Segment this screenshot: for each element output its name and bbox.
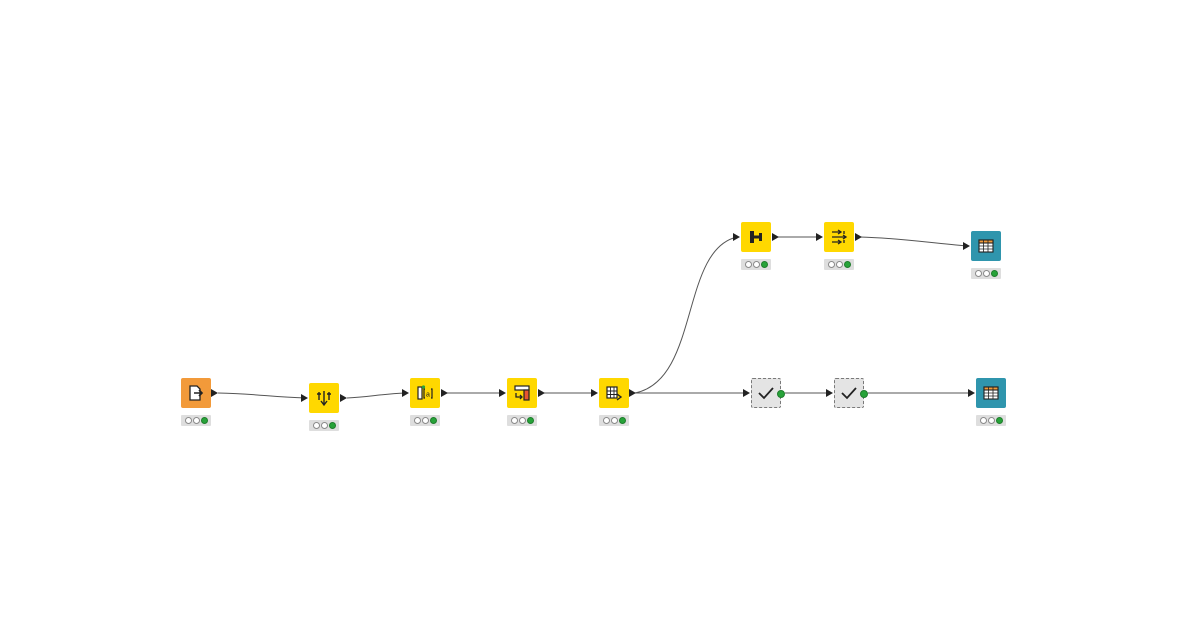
out-port[interactable]: [629, 389, 636, 397]
ports-layer: [211, 233, 975, 402]
status-light-yellow: [982, 270, 990, 277]
status-light-green: [990, 270, 998, 277]
status-light-red: [510, 417, 518, 424]
status-light-yellow: [518, 417, 526, 424]
status-light-green: [526, 417, 534, 424]
in-port[interactable]: [733, 233, 740, 241]
column-rename-icon: a: [417, 385, 433, 400]
node-table-transform[interactable]: [599, 378, 629, 408]
column-sort-icon: [317, 391, 331, 407]
status-light-yellow: [610, 417, 618, 424]
connection[interactable]: [859, 236, 969, 247]
status-light-yellow: [987, 417, 995, 424]
node-table-view[interactable]: [976, 378, 1006, 408]
status-light-red: [602, 417, 610, 424]
status-light-green: [429, 417, 437, 424]
column-filter-icon: [514, 385, 530, 401]
node-status: [976, 415, 1006, 426]
connections-layer: [217, 236, 973, 399]
in-port[interactable]: [402, 389, 409, 397]
status-light-yellow: [192, 417, 200, 424]
status-light-red: [312, 422, 320, 429]
out-port[interactable]: [211, 389, 218, 397]
out-port[interactable]: [772, 233, 779, 241]
file-export-icon: [189, 385, 204, 401]
node-status: [824, 259, 854, 270]
join-icon: [750, 231, 762, 243]
status-light-yellow: [752, 261, 760, 268]
status-light-red: [979, 417, 987, 424]
status-light-red: [184, 417, 192, 424]
status-light-red: [413, 417, 421, 424]
connection[interactable]: [217, 392, 307, 399]
status-light-green: [995, 417, 1003, 424]
checkmark-icon: [758, 387, 774, 400]
in-port[interactable]: [826, 389, 833, 397]
status-light-green: [760, 261, 768, 268]
status-light-green: [843, 261, 851, 268]
connection[interactable]: [346, 392, 407, 399]
svg-text:a: a: [426, 392, 430, 399]
in-port[interactable]: [963, 242, 970, 250]
out-port[interactable]: [538, 389, 545, 397]
node-status: [181, 415, 211, 426]
table-transform-icon: [606, 386, 623, 401]
node-join[interactable]: [741, 222, 771, 252]
row-filter-icon: [832, 229, 848, 245]
out-port[interactable]: [855, 233, 862, 241]
status-light-yellow: [835, 261, 843, 268]
node-column-sort[interactable]: [309, 383, 339, 413]
status-light-green: [618, 417, 626, 424]
status-light-red: [827, 261, 835, 268]
status-light-green: [200, 417, 208, 424]
connection[interactable]: [634, 236, 738, 394]
status-light-red: [744, 261, 752, 268]
in-port[interactable]: [499, 389, 506, 397]
out-port[interactable]: [340, 394, 347, 402]
node-file-export[interactable]: [181, 378, 211, 408]
node-status: [507, 415, 537, 426]
node-status: [599, 415, 629, 426]
node-table-view[interactable]: [971, 231, 1001, 261]
status-light-yellow: [320, 422, 328, 429]
node-status: [741, 259, 771, 270]
node-row-filter[interactable]: [824, 222, 854, 252]
table-view-icon: [978, 239, 994, 253]
in-port[interactable]: [816, 233, 823, 241]
status-light-red: [974, 270, 982, 277]
node-column-filter[interactable]: [507, 378, 537, 408]
in-port[interactable]: [591, 389, 598, 397]
metanode-port-indicator[interactable]: [860, 390, 868, 398]
checkmark-icon: [841, 387, 857, 400]
node-status: [971, 268, 1001, 279]
out-port[interactable]: [441, 389, 448, 397]
node-column-rename[interactable]: a: [410, 378, 440, 408]
table-view-icon: [983, 386, 999, 400]
in-port[interactable]: [968, 389, 975, 397]
status-light-yellow: [421, 417, 429, 424]
node-status: [410, 415, 440, 426]
metanode-port-indicator[interactable]: [777, 390, 785, 398]
node-status: [309, 420, 339, 431]
status-light-green: [328, 422, 336, 429]
in-port[interactable]: [301, 394, 308, 402]
in-port[interactable]: [743, 389, 750, 397]
